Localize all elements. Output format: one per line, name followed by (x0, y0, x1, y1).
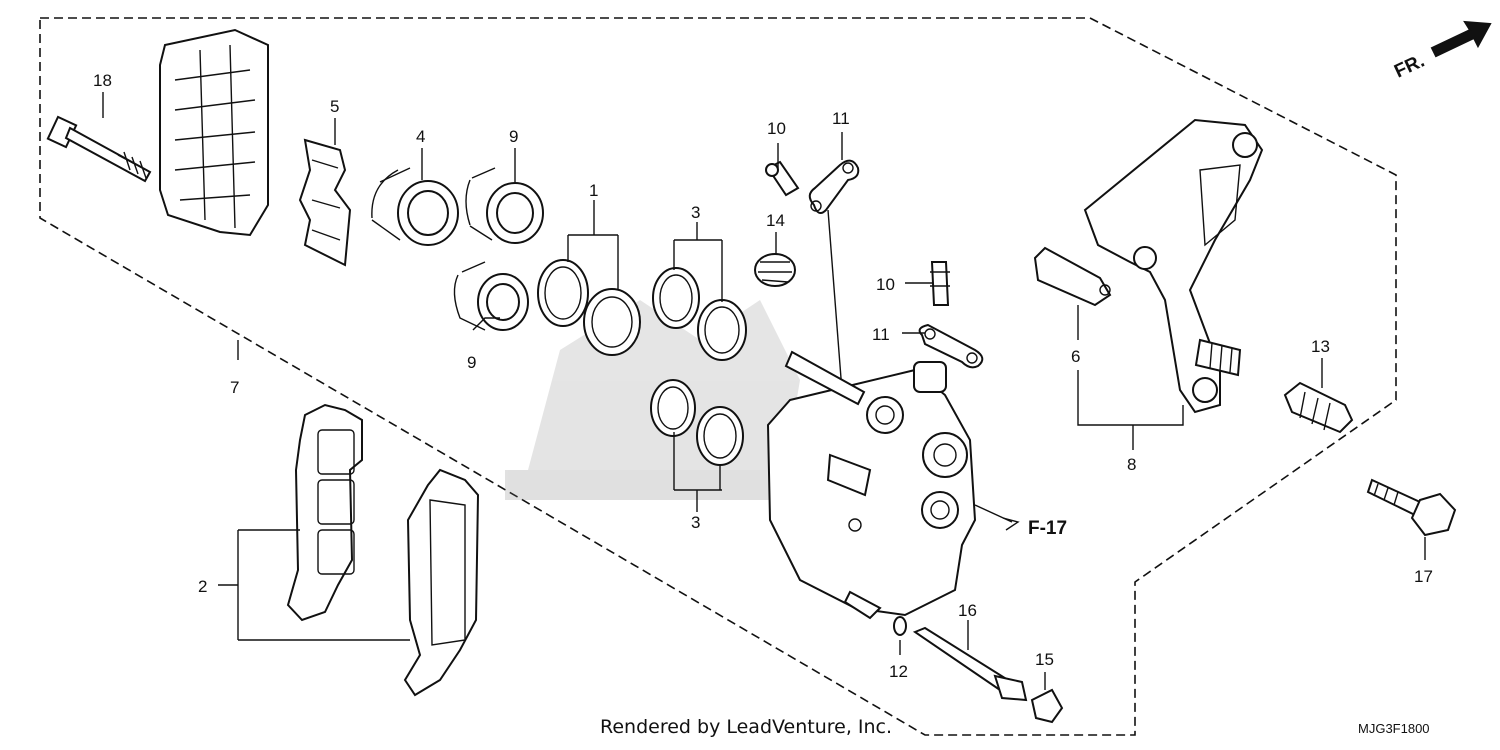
pin-boot-14 (754, 253, 796, 287)
piston-9-bottom (453, 261, 529, 331)
bolt-18 (46, 115, 152, 183)
caliper-bracket-8 (1083, 118, 1264, 414)
pin-bolt-13 (1283, 381, 1354, 434)
bolt-17 (1366, 478, 1457, 537)
brake-pad-2-right (403, 468, 480, 697)
callout-10-right: 10 (876, 275, 895, 294)
plug-15 (1030, 688, 1064, 724)
callout-9-top: 9 (509, 127, 518, 146)
render-credit: Rendered by LeadVenture, Inc. (600, 716, 892, 738)
piston-seals-3-bottom (650, 379, 744, 466)
callout-15: 15 (1035, 650, 1054, 669)
direction-label: FR. (1391, 51, 1428, 83)
callout-18: 18 (93, 71, 112, 90)
callout-17: 17 (1414, 567, 1433, 586)
reference-f17: F-17 (1028, 518, 1067, 539)
callout-3-bottom: 3 (691, 513, 700, 532)
callout-1: 1 (589, 181, 598, 200)
caliper-body-inner (766, 350, 977, 620)
callout-8: 8 (1127, 455, 1136, 474)
callout-labels: 18 5 4 9 1 3 3 9 10 11 14 10 11 7 6 8 13… (93, 71, 1433, 681)
callout-14: 14 (766, 211, 785, 230)
callout-3-top: 3 (691, 203, 700, 222)
caliper-half-outer (159, 28, 269, 237)
callout-16: 16 (958, 601, 977, 620)
callout-6: 6 (1071, 347, 1080, 366)
callout-10-top: 10 (767, 119, 786, 138)
pad-retainer-6 (1033, 246, 1112, 307)
bleeder-screw-10-top (765, 160, 800, 197)
piston-seals-1 (537, 259, 641, 356)
pad-spring-5 (298, 138, 352, 267)
callout-9-bottom: 9 (467, 353, 476, 372)
callout-4: 4 (416, 127, 425, 146)
front-direction-marker: FR. (1391, 20, 1492, 83)
leader-lines (102, 92, 1426, 690)
callout-7: 7 (230, 378, 239, 397)
piston-seals-3-top (652, 267, 747, 361)
piston-9-top (465, 167, 544, 244)
callout-13: 13 (1311, 337, 1330, 356)
o-ring-12 (893, 616, 907, 636)
bleeder-screw-10-right (930, 261, 950, 306)
bracket-pin (1194, 338, 1242, 377)
bleeder-cap-11-right (918, 323, 984, 369)
callout-2: 2 (198, 577, 207, 596)
callout-12: 12 (889, 662, 908, 681)
diagram-code: MJG3F1800 (1358, 721, 1430, 736)
pin-16 (912, 626, 1028, 702)
piston-4 (371, 167, 459, 246)
callout-11-right: 11 (872, 325, 890, 344)
callout-11-top: 11 (832, 109, 850, 128)
callout-5: 5 (330, 97, 339, 116)
assembly-outline (39, 17, 1397, 736)
brake-pad-2-left (286, 403, 363, 622)
